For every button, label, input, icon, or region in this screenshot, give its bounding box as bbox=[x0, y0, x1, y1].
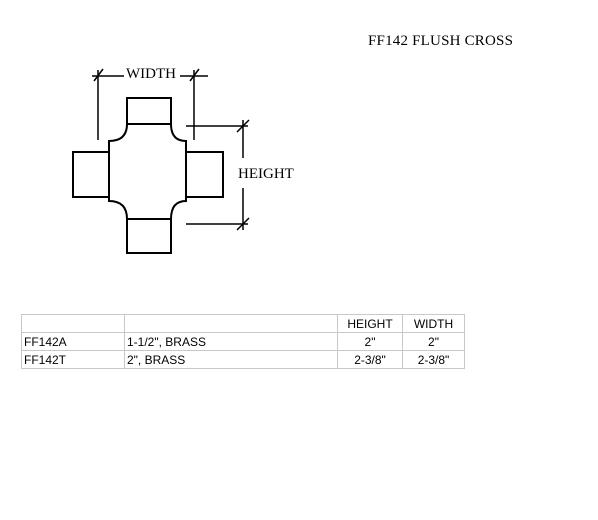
table-row: FF142T 2", BRASS 2-3/8" 2-3/8" bbox=[21, 350, 465, 369]
width-tick-right bbox=[189, 68, 200, 82]
height-dimension bbox=[186, 119, 250, 231]
header-cell bbox=[124, 314, 338, 333]
bottom-port bbox=[126, 219, 172, 254]
cross-fitting-outline bbox=[72, 97, 224, 254]
header-cell-height: HEIGHT bbox=[337, 314, 403, 333]
height-label: HEIGHT bbox=[238, 166, 294, 182]
table-row: FF142A 1-1/2", BRASS 2" 2" bbox=[21, 332, 465, 351]
height-cell: 2-3/8" bbox=[337, 350, 403, 369]
width-tick-left bbox=[93, 68, 104, 82]
diagram-title: FF142 FLUSH CROSS bbox=[368, 33, 514, 49]
header-cell bbox=[21, 314, 125, 333]
width-cell: 2-3/8" bbox=[402, 350, 465, 369]
specification-table: HEIGHT WIDTH FF142A 1-1/2", BRASS 2" 2" … bbox=[21, 314, 465, 369]
width-dimension bbox=[92, 68, 208, 140]
cross-body-outline bbox=[108, 123, 187, 220]
flush-cross-drawing: WIDTH HEIGHT bbox=[72, 66, 294, 254]
header-cell-width: WIDTH bbox=[402, 314, 465, 333]
top-port bbox=[126, 97, 172, 124]
height-tick-bottom bbox=[236, 217, 250, 231]
table-header-row: HEIGHT WIDTH bbox=[21, 314, 465, 333]
part-number-cell: FF142T bbox=[21, 350, 125, 369]
left-port bbox=[72, 151, 109, 198]
description-cell: 1-1/2", BRASS bbox=[124, 332, 338, 351]
height-tick-top bbox=[236, 119, 250, 133]
part-number-cell: FF142A bbox=[21, 332, 125, 351]
width-cell: 2" bbox=[402, 332, 465, 351]
height-cell: 2" bbox=[337, 332, 403, 351]
right-port bbox=[186, 151, 224, 198]
width-label: WIDTH bbox=[126, 66, 176, 82]
description-cell: 2", BRASS bbox=[124, 350, 338, 369]
